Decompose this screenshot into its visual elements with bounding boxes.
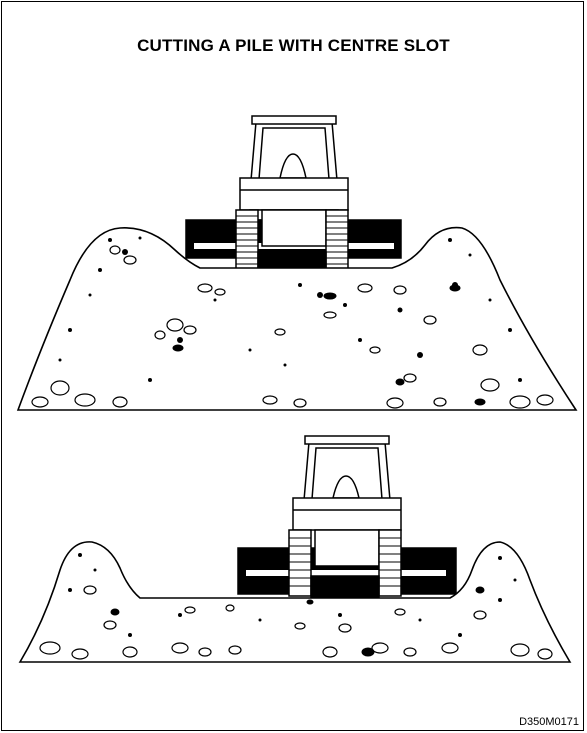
pile-with-centre-slot-illustration (0, 110, 587, 415)
figure-title: CUTTING A PILE WITH CENTRE SLOT (0, 36, 587, 56)
bottom-scene-svg (0, 430, 587, 670)
top-scene-svg (0, 110, 587, 415)
pile-cut-down-illustration (0, 430, 587, 670)
figure-code: D350M0171 (519, 716, 579, 728)
bulldozer-bottom (238, 436, 456, 598)
bulldozer-top (186, 116, 401, 274)
